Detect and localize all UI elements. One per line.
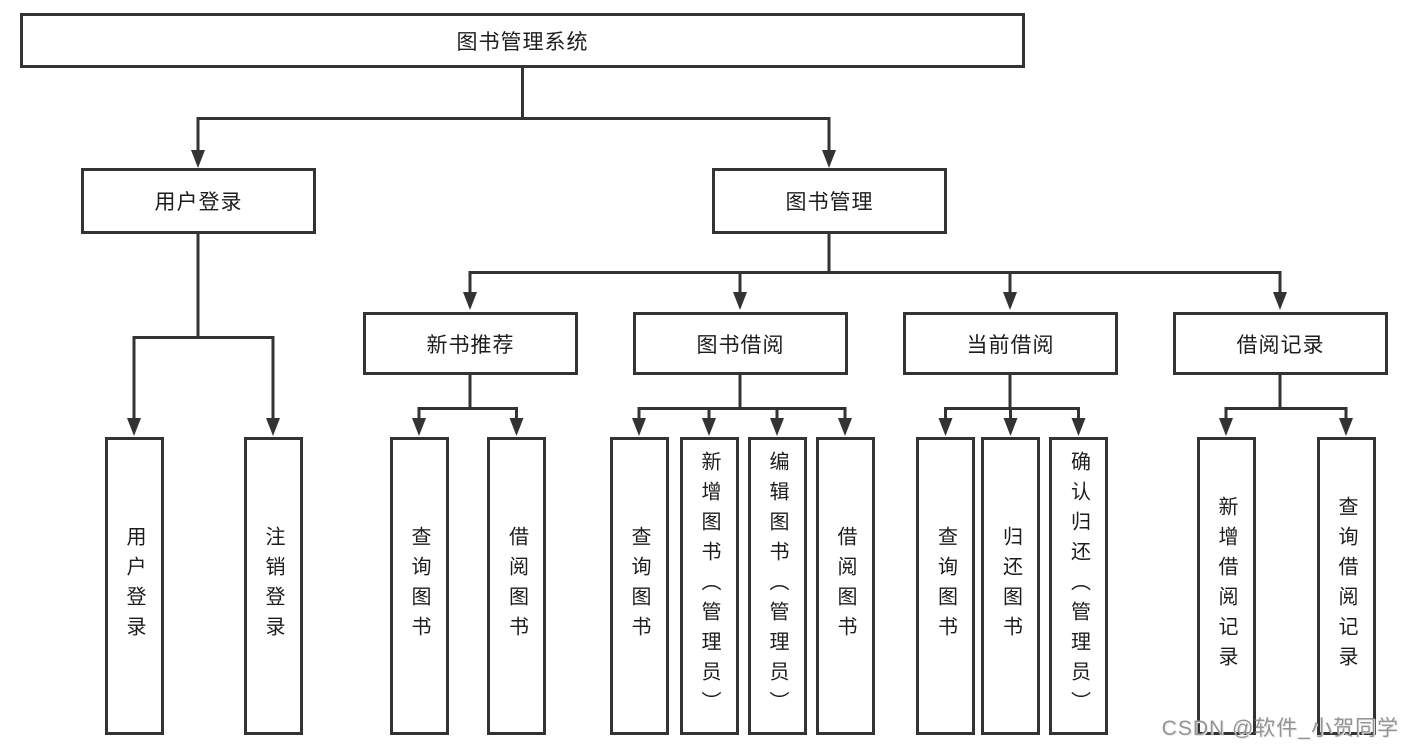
leaf-query-borrow-record: 查询借阅记录 [1316, 437, 1376, 735]
leaf-return-books-label: 归还图书 [999, 526, 1022, 646]
leaf-confirm-return-admin-label: 确认归还（管理员） [1067, 451, 1090, 721]
leaf-query-books-recommend-label: 查询图书 [408, 526, 430, 646]
connector-book-borrow-to-leaves [632, 374, 852, 436]
connector-borrow-record-to-leaves [1219, 374, 1353, 436]
leaf-borrow-books-label: 借阅图书 [834, 526, 856, 646]
connector-root-to-level1 [191, 66, 836, 168]
leaf-user-login: 用户登录 [104, 437, 164, 735]
connector-current-borrow-to-leaves [938, 374, 1086, 436]
leaf-user-login-label: 用户登录 [123, 526, 145, 646]
leaf-add-borrow-record: 新增借阅记录 [1196, 437, 1256, 735]
leaf-return-books: 归还图书 [981, 437, 1040, 735]
leaf-add-books-admin-label: 新增图书（管理员） [698, 451, 720, 721]
node-user-login-label: 用户登录 [154, 191, 243, 214]
node-book-borrowing: 图书借阅 [633, 312, 848, 375]
leaf-edit-books-admin-label: 编辑图书（管理员） [766, 451, 788, 721]
connector-book-mgmt-to-level2 [463, 233, 1287, 310]
root-node-library-system: 图书管理系统 [20, 13, 1025, 68]
leaf-add-books-admin: 新增图书（管理员） [679, 437, 739, 735]
leaf-borrow-books-recommend-label: 借阅图书 [505, 526, 528, 646]
connector-new-book-to-leaves [412, 374, 524, 436]
leaf-logout: 注销登录 [243, 437, 303, 735]
node-borrowing-records: 借阅记录 [1173, 312, 1388, 375]
leaf-add-borrow-record-label: 新增借阅记录 [1215, 496, 1237, 676]
node-new-book-recommend-label: 新书推荐 [426, 333, 515, 357]
leaf-borrow-books: 借阅图书 [815, 437, 875, 735]
leaf-confirm-return-admin: 确认归还（管理员） [1049, 437, 1108, 735]
leaf-borrow-books-recommend: 借阅图书 [487, 437, 546, 735]
root-node-label: 图书管理系统 [456, 30, 589, 54]
connector-user-login-to-leaves [127, 233, 280, 436]
node-borrowing-records-label: 借阅记录 [1236, 333, 1325, 357]
node-book-borrowing-label: 图书借阅 [696, 333, 785, 357]
csdn-watermark: CSDN @软件_小贺同学 [1161, 717, 1399, 740]
leaf-query-books-current-label: 查询图书 [934, 526, 957, 646]
leaf-query-books-current: 查询图书 [916, 437, 975, 735]
leaf-edit-books-admin: 编辑图书（管理员） [747, 437, 807, 735]
leaf-query-books-borrow-label: 查询图书 [628, 526, 650, 646]
leaf-query-books-borrow: 查询图书 [609, 437, 669, 735]
node-new-book-recommend: 新书推荐 [363, 312, 578, 375]
node-user-login: 用户登录 [81, 168, 316, 234]
node-current-borrowing: 当前借阅 [903, 312, 1118, 375]
leaf-query-books-recommend: 查询图书 [389, 437, 449, 735]
leaf-query-borrow-record-label: 查询借阅记录 [1335, 496, 1357, 676]
node-current-borrowing-label: 当前借阅 [966, 333, 1055, 357]
node-book-management-label: 图书管理 [785, 191, 874, 214]
leaf-logout-label: 注销登录 [262, 526, 284, 646]
node-book-management: 图书管理 [712, 168, 947, 234]
